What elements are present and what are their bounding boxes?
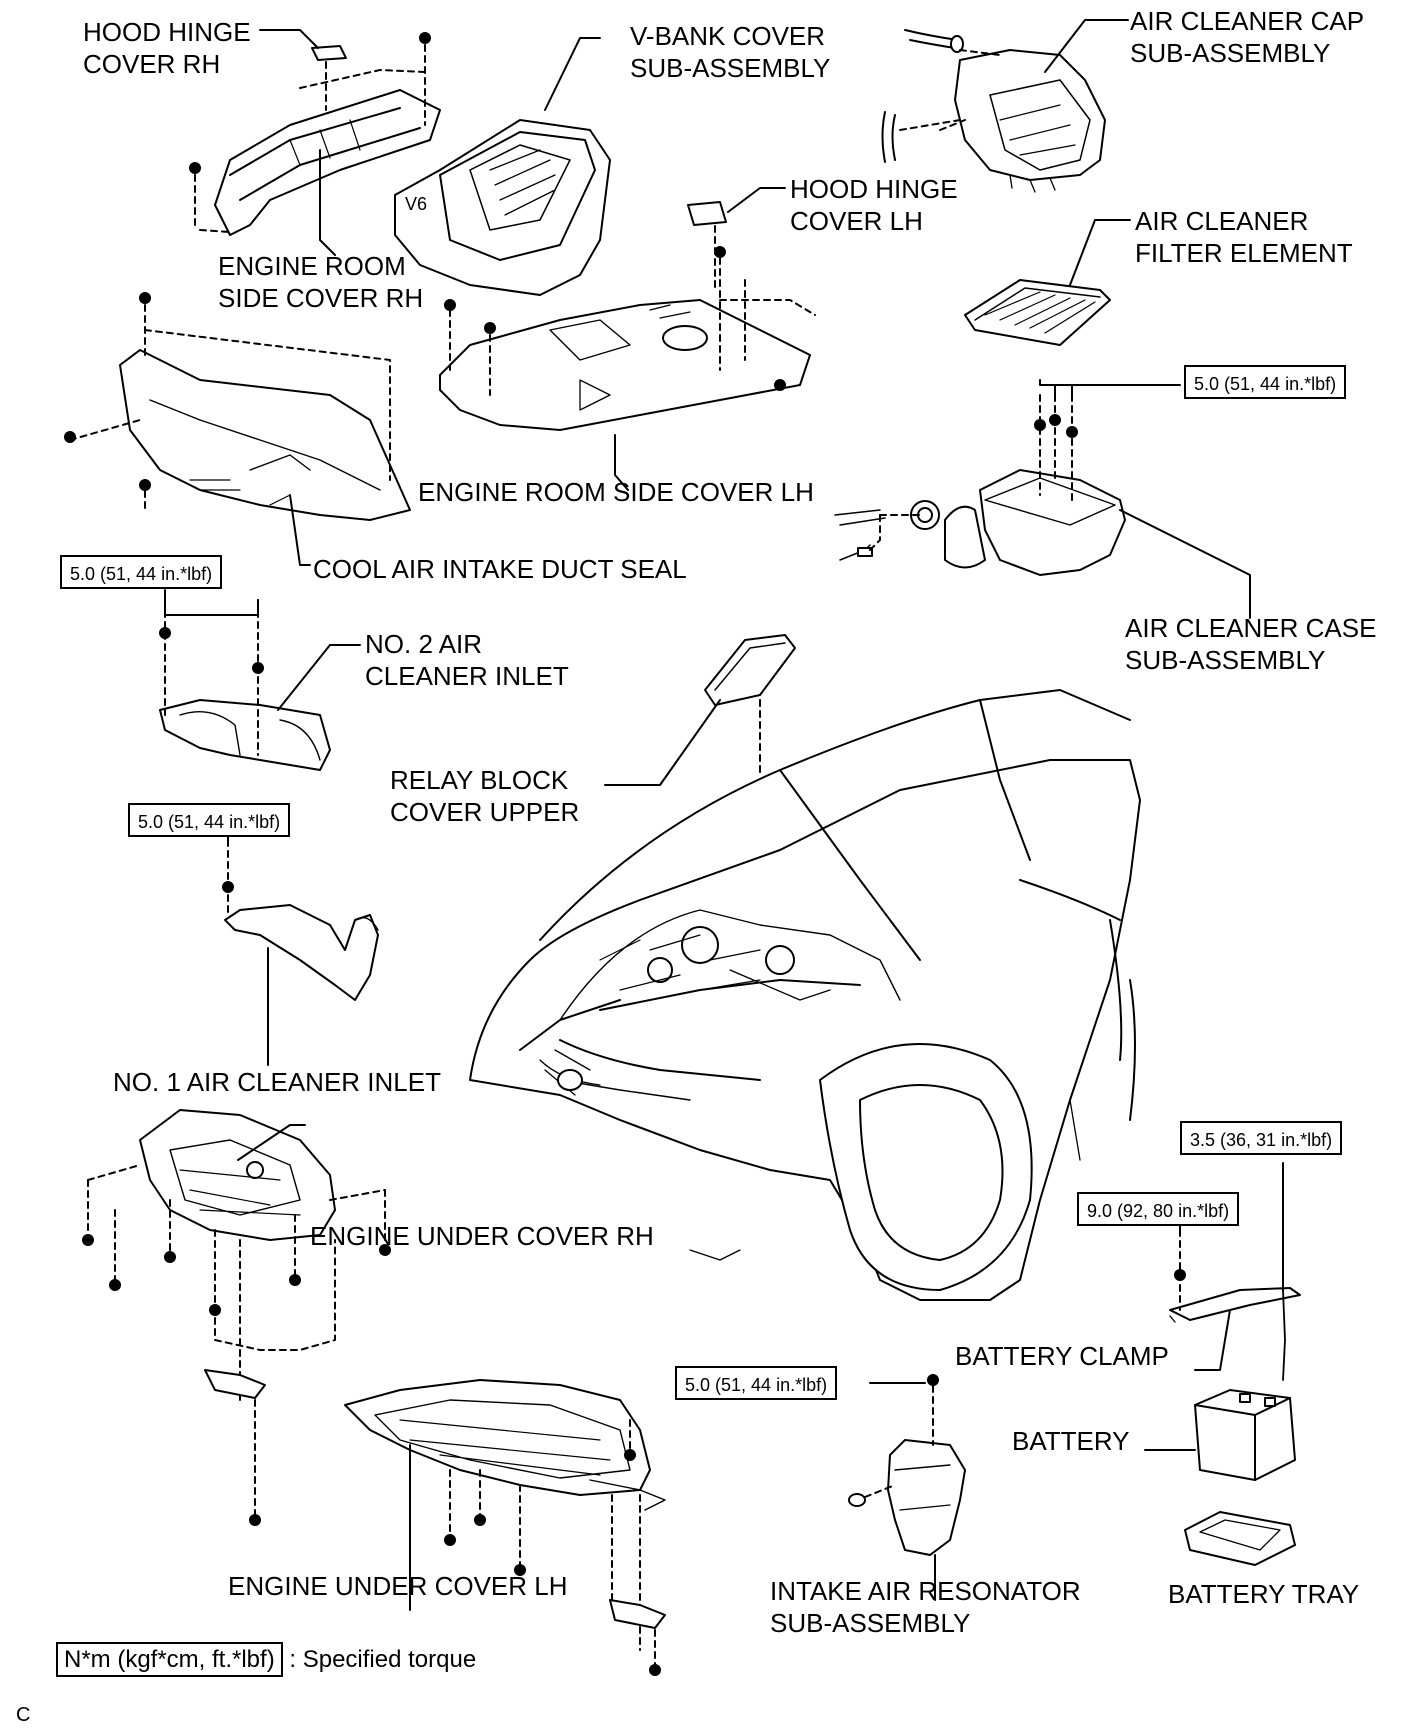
label-line: V-BANK COVER <box>630 21 826 51</box>
engine-room-side-cover-rh-part <box>189 32 441 256</box>
label-hood-hinge-cover-rh: HOOD HINGE COVER RH <box>83 16 251 80</box>
label-line: SUB-ASSEMBLY <box>1125 645 1326 675</box>
label-line: HOOD HINGE <box>83 17 251 47</box>
intake-air-resonator-part <box>848 1374 966 1601</box>
torque-intake-air-resonator: 5.0 (51, 44 in.*lbf) <box>675 1366 838 1400</box>
label-line: COVER RH <box>83 49 221 79</box>
label-line: FILTER ELEMENT <box>1135 238 1353 268</box>
label-no-2-air-cleaner-inlet: NO. 2 AIR CLEANER INLET <box>365 628 569 692</box>
label-line: RELAY BLOCK <box>390 765 569 795</box>
label-engine-room-side-cover-lh: ENGINE ROOM SIDE COVER LH <box>418 477 814 507</box>
torque-battery-clamp-rod: 3.5 (36, 31 in.*lbf) <box>1180 1121 1343 1155</box>
label-line: HOOD HINGE <box>790 174 958 204</box>
v-bank-cover-part: V6 <box>394 37 611 296</box>
label-line: COVER UPPER <box>390 797 580 827</box>
engine-under-cover-rh-part <box>82 1109 391 1526</box>
label-line: COVER LH <box>790 206 923 236</box>
label-engine-under-cover-rh: ENGINE UNDER COVER RH <box>310 1221 654 1251</box>
svg-text:V6: V6 <box>405 194 427 214</box>
label-cool-air-intake-duct-seal: COOL AIR INTAKE DUCT SEAL <box>313 554 687 584</box>
air-cleaner-case-part <box>834 379 1251 619</box>
corner-mark: C <box>16 1704 31 1726</box>
label-line: SUB-ASSEMBLY <box>630 53 831 83</box>
label-line: AIR CLEANER <box>1135 206 1309 236</box>
cool-air-intake-duct-seal-part <box>64 292 411 566</box>
label-hood-hinge-cover-lh: HOOD HINGE COVER LH <box>790 173 958 237</box>
label-line: SIDE COVER RH <box>218 283 424 313</box>
relay-block-cover-upper-part <box>604 634 796 786</box>
label-line: NO. 2 AIR <box>365 629 483 659</box>
label-battery-clamp: BATTERY CLAMP <box>955 1341 1169 1371</box>
engine-under-cover-lh-part <box>344 1379 666 1676</box>
label-no-1-air-cleaner-inlet: NO. 1 AIR CLEANER INLET <box>113 1067 441 1097</box>
label-battery-tray: BATTERY TRAY <box>1168 1579 1360 1609</box>
no-2-air-cleaner-inlet-part <box>159 589 361 771</box>
label-line: INTAKE AIR RESONATOR <box>770 1576 1081 1606</box>
no-1-air-cleaner-inlet-part <box>222 819 379 1066</box>
label-air-cleaner-filter-element: AIR CLEANER FILTER ELEMENT <box>1135 205 1353 269</box>
label-engine-room-side-cover-rh: ENGINE ROOM SIDE COVER RH <box>218 250 423 314</box>
battery-clamp-part <box>1169 1162 1301 1381</box>
hood-hinge-cover-rh-part <box>259 29 347 111</box>
label-battery: BATTERY <box>1012 1426 1130 1456</box>
label-line: CLEANER INLET <box>365 661 569 691</box>
label-air-cleaner-cap: AIR CLEANER CAP SUB-ASSEMBLY <box>1130 5 1364 69</box>
label-engine-under-cover-lh: ENGINE UNDER COVER LH <box>228 1571 568 1601</box>
legend-unit-box: N*m (kgf*cm, ft.*lbf) <box>56 1642 283 1677</box>
vehicle-front-view <box>469 689 1141 1301</box>
torque-no-2-air-cleaner-inlet: 5.0 (51, 44 in.*lbf) <box>60 555 223 589</box>
torque-legend: N*m (kgf*cm, ft.*lbf) : Specified torque <box>56 1642 477 1677</box>
torque-air-cleaner-case: 5.0 (51, 44 in.*lbf) <box>1184 365 1347 399</box>
torque-no-1-air-cleaner-inlet: 5.0 (51, 44 in.*lbf) <box>128 803 291 837</box>
hood-hinge-cover-lh-part <box>687 187 786 291</box>
air-cleaner-cap-part <box>881 19 1129 193</box>
legend-text: : Specified torque <box>289 1646 477 1673</box>
label-line: SUB-ASSEMBLY <box>770 1608 971 1638</box>
battery-tray-part <box>1184 1511 1296 1566</box>
label-line: AIR CLEANER CAP <box>1130 6 1365 36</box>
label-intake-air-resonator: INTAKE AIR RESONATOR SUB-ASSEMBLY <box>770 1575 1081 1639</box>
label-line: SUB-ASSEMBLY <box>1130 38 1331 68</box>
label-air-cleaner-case: AIR CLEANER CASE SUB-ASSEMBLY <box>1125 612 1376 676</box>
battery-part <box>1144 1389 1296 1481</box>
label-relay-block-cover-upper: RELAY BLOCK COVER UPPER <box>390 764 579 828</box>
label-v-bank-cover: V-BANK COVER SUB-ASSEMBLY <box>630 20 830 84</box>
label-line: ENGINE ROOM <box>218 251 406 281</box>
engine-room-side-cover-lh-part <box>439 246 816 491</box>
air-cleaner-filter-element-part <box>964 219 1131 346</box>
label-line: AIR CLEANER CASE <box>1125 613 1377 643</box>
torque-battery-clamp-bolt: 9.0 (92, 80 in.*lbf) <box>1077 1192 1240 1226</box>
